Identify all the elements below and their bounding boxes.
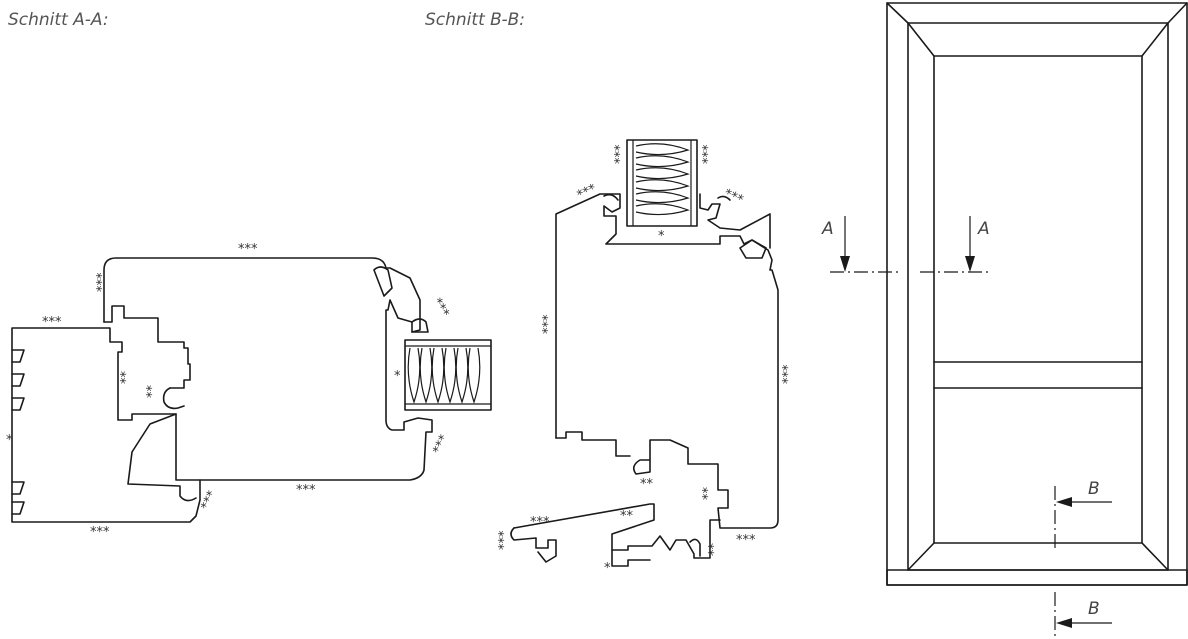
- section-b-profile: [510, 139, 779, 567]
- cut-label-a-left: A: [821, 219, 834, 239]
- door-elevation: [886, 2, 1188, 586]
- mark: *: [604, 561, 611, 576]
- cut-line-a: A A: [821, 216, 990, 273]
- mark: *: [6, 433, 13, 448]
- mark: ***: [701, 144, 716, 164]
- mark: ***: [613, 144, 628, 164]
- mark: **: [145, 385, 160, 399]
- mark: ***: [42, 315, 62, 330]
- cut-label-b-bottom: B: [1088, 599, 1100, 619]
- mark: ***: [90, 525, 110, 540]
- mark: *: [658, 229, 665, 244]
- mark: *: [394, 369, 401, 384]
- cut-label-a-right: A: [977, 219, 990, 239]
- mark: ***: [238, 242, 258, 257]
- mark: ***: [721, 186, 745, 208]
- section-b-marks: *** *** *** *** * *** *** ** ** ** *** *…: [497, 144, 796, 576]
- cut-line-b: B B: [1054, 479, 1112, 636]
- mark: **: [707, 543, 722, 557]
- mark: ***: [430, 432, 452, 456]
- mark: ***: [296, 483, 316, 498]
- mark: ***: [575, 181, 599, 203]
- mark: ***: [541, 314, 556, 334]
- mark: ***: [530, 515, 550, 530]
- mark: **: [701, 487, 716, 501]
- mark: ***: [781, 364, 796, 384]
- mark: ***: [497, 530, 512, 550]
- mark: **: [640, 477, 654, 492]
- mark: ***: [429, 296, 452, 321]
- section-a-profile: [11, 257, 492, 523]
- mark: **: [620, 509, 634, 524]
- mark: ***: [198, 488, 220, 512]
- mark: ***: [95, 272, 110, 292]
- section-a-title: Schnitt A-A:: [8, 10, 109, 30]
- section-b-title: Schnitt B-B:: [425, 10, 526, 30]
- mark: ***: [736, 533, 756, 548]
- mark: **: [119, 371, 134, 385]
- cut-label-b-top: B: [1088, 479, 1100, 499]
